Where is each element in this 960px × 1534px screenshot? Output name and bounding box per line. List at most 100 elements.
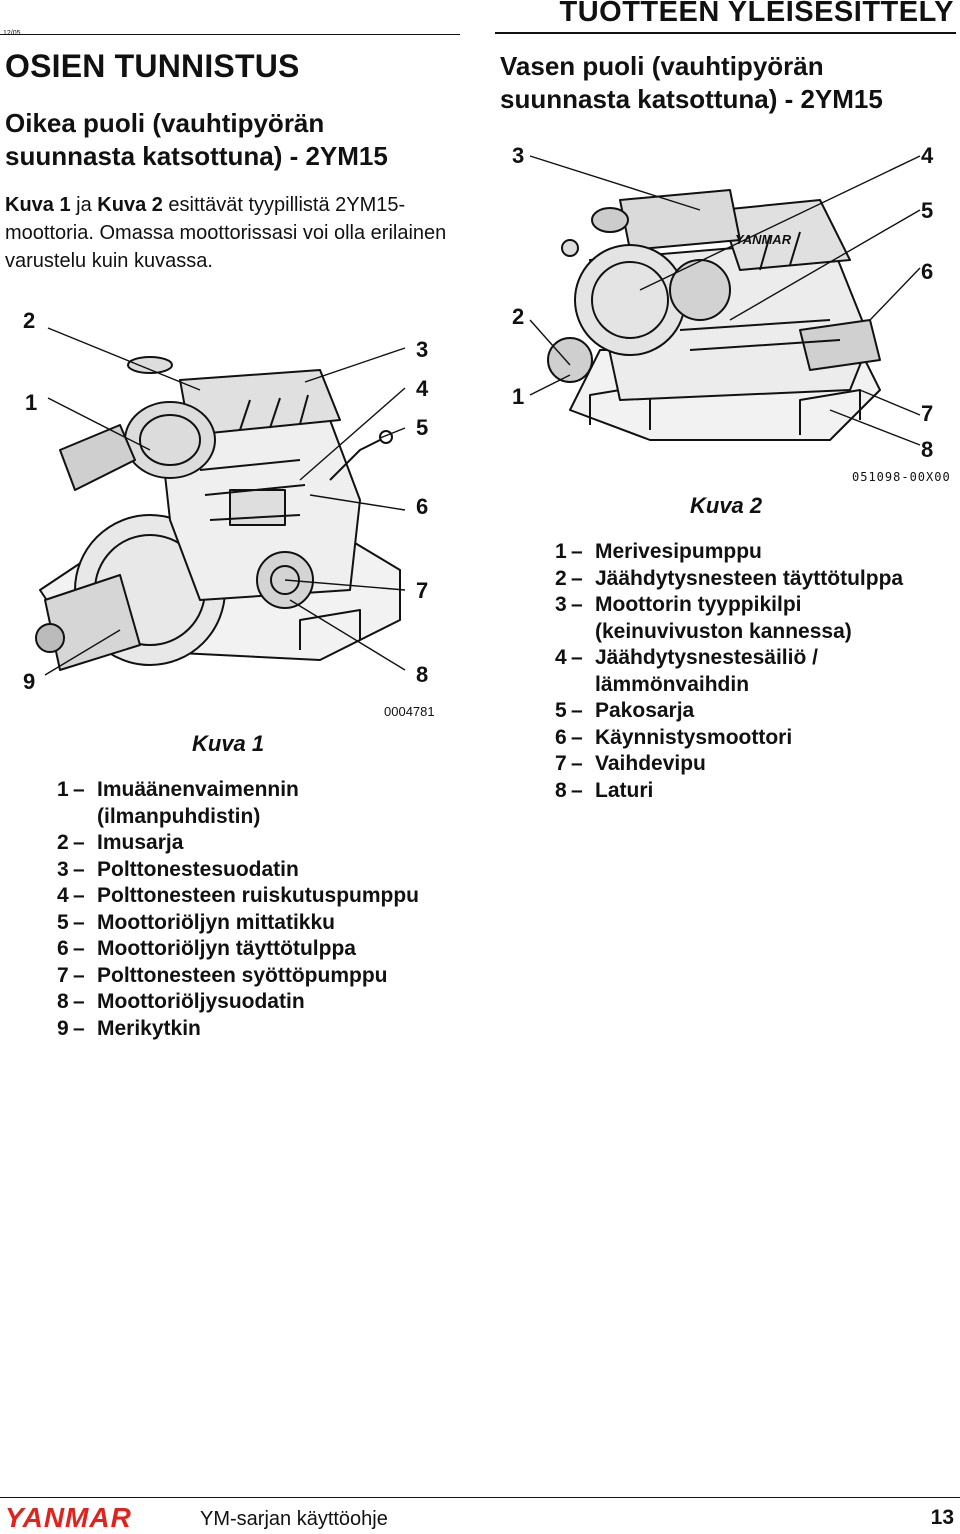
legend-item-text: Käynnistysmoottori bbox=[595, 725, 793, 749]
legend-item: 3–Moottorin tyyppikilpi (keinuvivuston k… bbox=[555, 592, 955, 645]
figure-1-callout-9: 9 bbox=[23, 669, 36, 694]
legend-item-text: Pakosarja bbox=[595, 699, 695, 722]
legend-item-number: 7 bbox=[57, 963, 69, 987]
left-subheading: Oikea puoli (vauhtipyörän suunnasta kats… bbox=[5, 107, 388, 173]
header-title: TUOTTEEN YLEISESITTELY bbox=[559, 0, 954, 28]
right-subheading: Vasen puoli (vauhtipyörän suunnasta kats… bbox=[500, 50, 883, 116]
legend-item-number: 3 bbox=[555, 593, 567, 616]
legend-item-number: 3 bbox=[57, 857, 69, 881]
figure-2-part-number: 051098-00X00 bbox=[852, 470, 951, 484]
figure-1-legend: 1–Imuäänenvaimennin (ilmanpuhdistin)2–Im… bbox=[57, 777, 457, 1042]
legend-item-text: Jäähdytysnestesäiliö / lämmönvaihdin bbox=[595, 646, 818, 696]
figure-1-part-number: 0004781 bbox=[384, 704, 435, 719]
engine-plate-text: YANMAR bbox=[735, 232, 792, 247]
legend-item-dash: – bbox=[571, 593, 583, 616]
legend-item: 2–Imusarja bbox=[57, 830, 457, 857]
legend-item-dash: – bbox=[571, 646, 583, 669]
header-rule bbox=[495, 32, 956, 34]
legend-item-number: 4 bbox=[57, 884, 69, 907]
legend-item-dash: – bbox=[571, 566, 583, 590]
figure-1-callout-3: 3 bbox=[416, 337, 429, 362]
legend-item: 2–Jäähdytysnesteen täyttötulppa bbox=[555, 566, 955, 593]
figure-2-callout-3: 3 bbox=[512, 143, 525, 168]
legend-item-text: Imusarja bbox=[97, 831, 184, 854]
legend-item-number: 7 bbox=[555, 752, 567, 775]
legend-item-dash: – bbox=[73, 1016, 85, 1040]
legend-item-number: 4 bbox=[555, 646, 567, 669]
legend-item: 7–Vaihdevipu bbox=[555, 751, 955, 778]
intro-figure-ref: Kuva 1 bbox=[5, 194, 71, 216]
legend-item: 4–Jäähdytysnestesäiliö / lämmönvaihdin bbox=[555, 645, 955, 698]
figure-1-callout-2: 2 bbox=[23, 308, 36, 333]
figure-2-engine-illustration: YANMAR bbox=[529, 155, 921, 446]
figure-1-callout-6: 6 bbox=[416, 494, 429, 519]
manual-title: YM-sarjan käyttöohje bbox=[200, 1508, 388, 1530]
section-title: OSIEN TUNNISTUS bbox=[5, 48, 300, 84]
legend-item-number: 9 bbox=[57, 1016, 69, 1040]
legend-item: 7–Polttonesteen syöttöpumppu bbox=[57, 963, 457, 990]
figure-2-callout-6: 6 bbox=[921, 259, 934, 284]
legend-item-dash: – bbox=[73, 857, 85, 881]
legend-item-number: 1 bbox=[555, 540, 567, 563]
legend-item-text: Vaihdevipu bbox=[595, 752, 706, 775]
figure-1-callout-8: 8 bbox=[416, 662, 429, 687]
legend-item-text: Merikytkin bbox=[97, 1016, 201, 1040]
figure-2-callout-7: 7 bbox=[921, 401, 934, 426]
legend-item-dash: – bbox=[73, 990, 85, 1013]
legend-item-text: Imuäänenvaimennin (ilmanpuhdistin) bbox=[97, 778, 299, 828]
legend-item-text: Polttonesteen syöttöpumppu bbox=[97, 963, 388, 987]
figure-2-callout-1: 1 bbox=[512, 384, 525, 409]
legend-item-dash: – bbox=[571, 725, 583, 749]
yanmar-logo: YANMAR bbox=[5, 1502, 132, 1533]
legend-item: 4–Polttonesteen ruiskutuspumppu bbox=[57, 883, 457, 910]
legend-item: 1–Merivesipumppu bbox=[555, 539, 955, 566]
left-subheading-line-2: suunnasta katsottuna) - 2YM15 bbox=[5, 141, 388, 171]
legend-item-text: Moottoriöljysuodatin bbox=[97, 990, 305, 1013]
legend-item-dash: – bbox=[73, 831, 85, 854]
legend-item-dash: – bbox=[73, 963, 85, 987]
legend-item: 5–Pakosarja bbox=[555, 698, 955, 725]
legend-item: 1–Imuäänenvaimennin (ilmanpuhdistin) bbox=[57, 777, 457, 830]
right-subheading-line-1: Vasen puoli (vauhtipyörän bbox=[500, 51, 824, 81]
intro-figure-ref: Kuva 2 bbox=[97, 194, 163, 216]
legend-item-dash: – bbox=[73, 884, 85, 907]
figure-1-callout-1: 1 bbox=[25, 390, 38, 415]
intro-text: esittävät tyypillistä 2YM15-moottoria. O… bbox=[5, 194, 447, 272]
header-rule-left bbox=[0, 34, 460, 35]
legend-item: 8–Moottoriöljysuodatin bbox=[57, 989, 457, 1016]
figure-2-caption: Kuva 2 bbox=[690, 493, 763, 518]
legend-item: 6–Moottoriöljyn täyttötulppa bbox=[57, 936, 457, 963]
legend-item: 9–Merikytkin bbox=[57, 1016, 457, 1043]
figure-1-caption: Kuva 1 bbox=[192, 731, 265, 756]
figure-1-callout-7: 7 bbox=[416, 578, 429, 603]
figure-2-callout-8: 8 bbox=[921, 437, 934, 462]
left-subheading-line-1: Oikea puoli (vauhtipyörän bbox=[5, 108, 325, 138]
legend-item-dash: – bbox=[73, 937, 85, 960]
legend-item-number: 6 bbox=[57, 937, 69, 960]
legend-item-dash: – bbox=[571, 778, 583, 802]
legend-item-dash: – bbox=[571, 699, 583, 722]
legend-item-dash: – bbox=[73, 910, 85, 934]
legend-item-text: Moottoriöljyn täyttötulppa bbox=[97, 937, 356, 960]
document-code: 12/05 bbox=[3, 30, 21, 37]
legend-item: 5–Moottoriöljyn mittatikku bbox=[57, 910, 457, 937]
page-number: 13 bbox=[930, 1506, 954, 1529]
figure-1-callout-5: 5 bbox=[416, 415, 429, 440]
legend-item-number: 5 bbox=[57, 910, 69, 934]
legend-item-dash: – bbox=[571, 540, 583, 563]
figure-2-callout-4: 4 bbox=[921, 143, 934, 168]
legend-item-text: Moottorin tyyppikilpi (keinuvivuston kan… bbox=[595, 593, 852, 643]
legend-item-text: Polttonesteen ruiskutuspumppu bbox=[97, 884, 420, 907]
legend-item: 8–Laturi bbox=[555, 778, 955, 805]
intro-text: ja bbox=[70, 194, 98, 216]
figure-1-engine-illustration bbox=[35, 327, 406, 676]
legend-item-number: 5 bbox=[555, 699, 567, 722]
legend-item: 6–Käynnistysmoottori bbox=[555, 725, 955, 752]
legend-item-text: Jäähdytysnesteen täyttötulppa bbox=[595, 566, 904, 590]
legend-item: 3–Polttonestesuodatin bbox=[57, 857, 457, 884]
figure-2-callout-5: 5 bbox=[921, 198, 934, 223]
right-subheading-line-2: suunnasta katsottuna) - 2YM15 bbox=[500, 84, 883, 114]
legend-item-number: 2 bbox=[555, 566, 567, 590]
legend-item-text: Polttonestesuodatin bbox=[97, 857, 299, 881]
